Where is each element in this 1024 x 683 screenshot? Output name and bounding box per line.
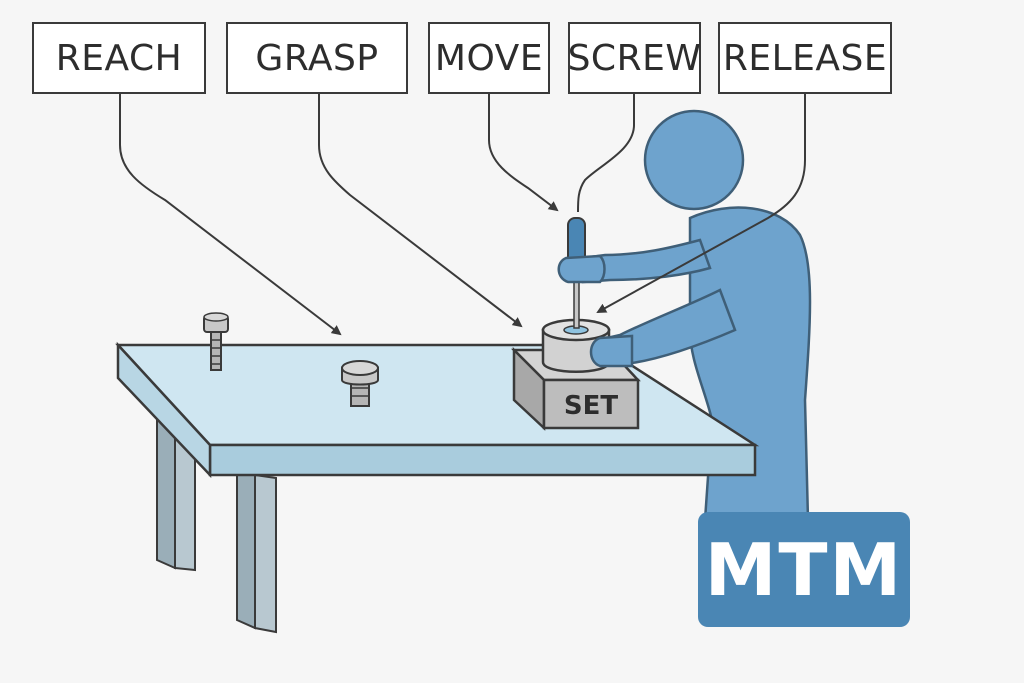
connector-release bbox=[596, 94, 806, 313]
block-label: SET bbox=[564, 391, 618, 421]
table-side-edge bbox=[116, 341, 212, 479]
set-fixture bbox=[510, 318, 641, 431]
table-leg-front-left bbox=[236, 474, 256, 630]
connector-grasp bbox=[318, 94, 523, 328]
person-head bbox=[643, 109, 745, 211]
block-front bbox=[542, 378, 640, 430]
label-reach: REACH bbox=[32, 22, 206, 94]
person-hand-upper bbox=[557, 254, 606, 284]
label-move: MOVE bbox=[428, 22, 550, 94]
connector-move bbox=[488, 94, 559, 212]
screw-part bbox=[341, 360, 379, 407]
connector-screw bbox=[577, 94, 635, 213]
workbench bbox=[115, 341, 760, 634]
label-release: RELEASE bbox=[718, 22, 892, 94]
table-front-edge bbox=[208, 443, 757, 477]
label-screw: SCREW bbox=[568, 22, 701, 94]
table-leg-front-left-side bbox=[254, 473, 277, 634]
mtm-badge: MTM bbox=[698, 512, 910, 627]
label-grasp: GRASP bbox=[226, 22, 408, 94]
connector-reach bbox=[119, 94, 342, 336]
bolt bbox=[203, 312, 229, 371]
table-leg-back-left bbox=[156, 419, 176, 570]
person-hand-lower bbox=[589, 334, 634, 368]
